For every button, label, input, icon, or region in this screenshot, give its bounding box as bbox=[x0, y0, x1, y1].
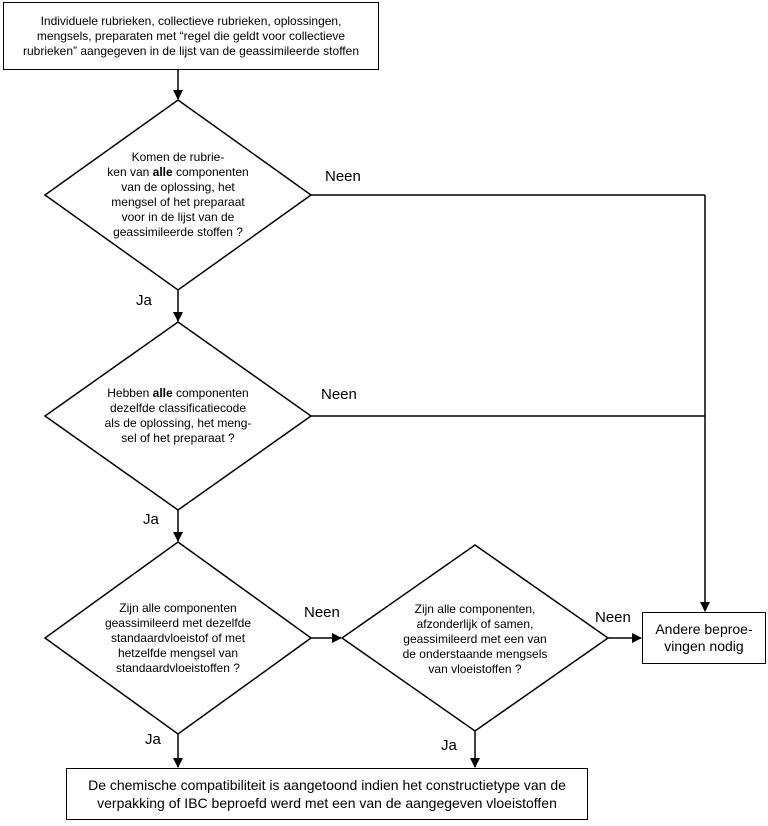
decision-4-line: afzonderlijk of samen, bbox=[416, 616, 534, 631]
decision-2-line: Hebben alle componenten bbox=[107, 386, 249, 400]
other-tests-line: vingen nodig bbox=[664, 638, 744, 654]
label-q2-yes: Ja bbox=[143, 511, 159, 528]
decision-1-line: voor in de lijst van de bbox=[121, 210, 235, 224]
other-tests-box: Andere beproe- vingen nodig bbox=[642, 612, 766, 664]
label-q1-no: Neen bbox=[325, 168, 361, 185]
decision-2-line: dezelfde classificatiecode bbox=[109, 401, 247, 415]
decision-1-line: Komen de rubrie- bbox=[131, 150, 225, 164]
result-box: De chemische compatibiliteit is aangetoo… bbox=[66, 768, 588, 820]
decision-2-text: Hebben alle componenten dezelfde classif… bbox=[90, 380, 266, 452]
decision-1-text: Komen de rubrie- ken van alle componente… bbox=[95, 145, 261, 245]
label-q2-no: Neen bbox=[321, 386, 357, 403]
label-q3-no: Neen bbox=[304, 604, 340, 621]
decision-3-line: Zijn alle componenten bbox=[119, 600, 237, 615]
decision-3-line: standaardvloeistoffen ? bbox=[116, 660, 240, 675]
decision-1-line: van de oplossing, het bbox=[121, 180, 235, 194]
decision-4-line: geassimileerd met een van bbox=[403, 631, 547, 646]
decision-3-line: hetzelfde mengsel van bbox=[117, 645, 239, 660]
result-line: verpakking of IBC beproefd werd met een … bbox=[97, 795, 557, 811]
decision-4-line: van vloeistoffen ? bbox=[428, 661, 522, 676]
decision-4-text: Zijn alle componenten, afzonderlijk of s… bbox=[390, 597, 560, 681]
decision-4-line: Zijn alle componenten, bbox=[414, 601, 536, 616]
result-line: De chemische compatibiliteit is aangetoo… bbox=[88, 777, 566, 793]
decision-3-text: Zijn alle componenten geassimileerd met … bbox=[92, 595, 264, 681]
decision-2-line: als de oplossing, het meng- bbox=[104, 416, 252, 430]
label-q4-yes: Ja bbox=[441, 737, 457, 754]
decision-3-line: standaardvloeistof of met bbox=[110, 630, 246, 645]
label-q1-yes: Ja bbox=[136, 292, 152, 309]
label-q3-yes: Ja bbox=[145, 731, 161, 748]
start-text-line: rubrieken” aangegeven in de lijst van de… bbox=[23, 43, 359, 58]
start-text-line: Individuele rubrieken, collectieve rubri… bbox=[40, 13, 342, 28]
other-tests-line: Andere beproe- bbox=[655, 621, 753, 637]
decision-1-line: geassimileerde stoffen ? bbox=[113, 225, 243, 239]
start-box: Individuele rubrieken, collectieve rubri… bbox=[3, 2, 379, 70]
decision-4-line: de onderstaande mengsels bbox=[402, 646, 548, 661]
decision-1-line: mengsel of het preparaat bbox=[111, 195, 245, 209]
start-text-line: mengsels, preparaten met “regel die geld… bbox=[36, 28, 346, 43]
decision-1-line: ken van alle componenten bbox=[107, 165, 249, 179]
decision-3-line: geassimileerd met dezelfde bbox=[104, 615, 252, 630]
label-q4-no: Neen bbox=[595, 609, 631, 626]
decision-2-line: sel of het preparaat ? bbox=[121, 431, 235, 445]
